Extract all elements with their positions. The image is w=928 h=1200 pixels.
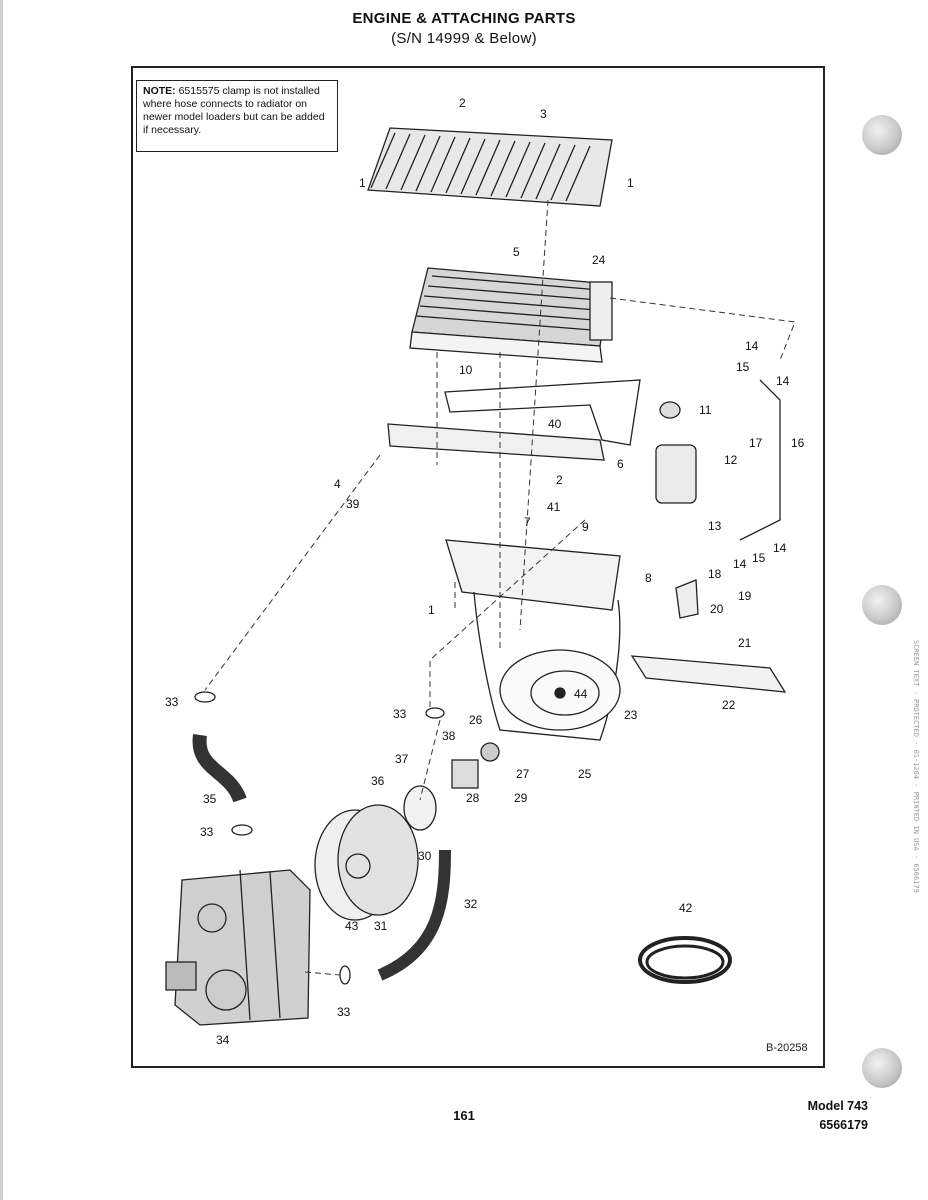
callout-label: 37: [395, 752, 409, 766]
part-number: 6566179: [819, 1118, 868, 1132]
callout-label: 1: [627, 176, 634, 190]
alignment-lines: [204, 199, 796, 976]
page-title: ENGINE & ATTACHING PARTS: [352, 10, 576, 27]
callout-label: 21: [738, 636, 752, 650]
diagram-frame: [131, 66, 825, 1068]
callout-label: 8: [645, 571, 652, 585]
hose-kit-part: [638, 936, 732, 984]
callout-label: 33: [393, 707, 407, 721]
radiator-part: [409, 267, 613, 363]
note-box: NOTE: 6515575 clamp is not installed whe…: [136, 80, 338, 152]
callout-label: 39: [346, 497, 360, 511]
callout-label: 36: [371, 774, 385, 788]
callout-label: 23: [624, 708, 638, 722]
water-pump-part: [451, 759, 479, 789]
upper-hose-part: [192, 734, 247, 803]
shroud-frame-part: [387, 379, 641, 461]
clamp-part: [231, 824, 253, 836]
engine-part: [165, 869, 311, 1026]
callout-label: 14: [776, 374, 790, 388]
callout-label: 30: [418, 849, 432, 863]
clamp-part: [339, 965, 351, 985]
callout-label: 12: [724, 453, 738, 467]
plate-part: [630, 655, 787, 693]
lower-hose-part: [377, 849, 451, 981]
note-label: NOTE:: [143, 85, 176, 97]
callout-label: 43: [345, 919, 359, 933]
hose-kit-part: [645, 944, 725, 980]
callout-label: 33: [200, 825, 214, 839]
page-number: 161: [453, 1108, 475, 1123]
callout-label: 11: [699, 403, 712, 417]
coolant-tank-part: [655, 379, 781, 541]
callout-label: 33: [337, 1005, 351, 1019]
callout-label: 27: [516, 767, 530, 781]
pulley-part: [403, 785, 437, 831]
callout-label: 29: [514, 791, 528, 805]
callout-label: 18: [708, 567, 722, 581]
callout-label: 42: [679, 901, 693, 915]
binder-hole: [862, 585, 902, 625]
clamp-part: [425, 707, 445, 719]
callout-label: 19: [738, 589, 752, 603]
callout-label: 5: [513, 245, 520, 259]
callout-label: 2: [556, 473, 563, 487]
note-text: 6515575 clamp is not installed where hos…: [143, 85, 325, 136]
callout-label: 13: [708, 519, 722, 533]
callout-labels: 1 1 1 2 2 3 4 5 6 7 8 9 10 11 12 13 14 1…: [165, 96, 805, 1047]
margin-text: SCREEN TEXT · PROTECTED · 01-1204 · PRIN…: [912, 640, 920, 893]
callout-label: 28: [466, 791, 480, 805]
screen-part: [367, 127, 613, 207]
callout-label: 14: [773, 541, 787, 555]
callout-label: 35: [203, 792, 217, 806]
model-name: Model 743: [807, 1099, 868, 1113]
callout-label: 15: [736, 360, 750, 374]
callout-label: 2: [459, 96, 466, 110]
clamp-part: [194, 691, 216, 703]
fan-part: [314, 804, 419, 921]
callout-label: 25: [578, 767, 592, 781]
scan-edge: [0, 0, 3, 1200]
callout-label: 26: [469, 713, 483, 727]
callout-label: 31: [374, 919, 388, 933]
model-info: Model 743 6566179: [808, 1097, 868, 1135]
callout-label: 6: [617, 457, 624, 471]
callout-label: 22: [722, 698, 736, 712]
callout-label: 1: [428, 603, 435, 617]
callout-label: 4: [334, 477, 341, 491]
fan-shroud-part: [445, 539, 621, 741]
callout-label: 44: [574, 687, 588, 701]
callout-label: 14: [745, 339, 759, 353]
callout-label: 3: [540, 107, 547, 121]
callout-label: 32: [464, 897, 478, 911]
callout-label: 24: [592, 253, 606, 267]
callout-label: 20: [710, 602, 724, 616]
callout-label: 7: [524, 515, 531, 529]
callout-label: 14: [733, 557, 747, 571]
callout-label: 15: [752, 551, 766, 565]
callout-label: 10: [459, 363, 473, 377]
binder-hole: [862, 115, 902, 155]
page-subtitle: (S/N 14999 & Below): [391, 30, 537, 47]
callout-label: 40: [548, 417, 562, 431]
callout-label: 33: [165, 695, 179, 709]
bracket-part: [675, 579, 699, 619]
callout-label: 17: [749, 436, 763, 450]
callout-label: 16: [791, 436, 805, 450]
diagram-reference: B-20258: [766, 1042, 808, 1054]
binder-hole: [862, 1048, 902, 1088]
callout-label: 34: [216, 1033, 230, 1047]
callout-label: 38: [442, 729, 456, 743]
thermostat-part: [480, 742, 500, 762]
callout-label: 9: [582, 520, 589, 534]
callout-label: 1: [359, 176, 366, 190]
callout-label: 41: [547, 500, 561, 514]
